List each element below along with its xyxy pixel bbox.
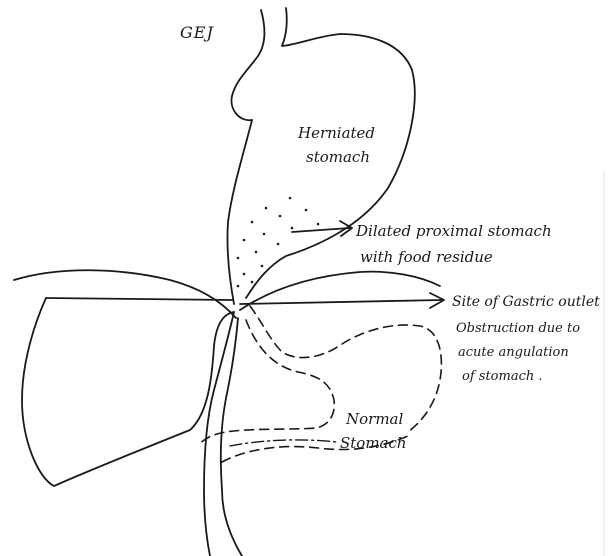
esophagus-right-wall [282,8,340,46]
diaphragm-left [14,270,236,318]
normal-label-line1: Normal [345,410,403,428]
site-label-line3: acute angulation [458,345,569,360]
esophagus-left-wall [232,10,265,120]
outlet-arrow-line [240,300,442,304]
food-residue-dots [237,197,320,288]
hiatus-line-left [46,298,232,300]
dilated-label-line2: with food residue [360,248,493,266]
normal-stomach-dashdot-curve [230,440,336,446]
site-label-line2: Obstruction due to [456,321,580,336]
site-label-line1: Site of Gastric outlet [452,294,600,310]
site-label-line4: of stomach . [462,369,543,384]
dilated-label-line1: Dilated proximal stomach [355,222,552,240]
liver-outline [22,298,234,486]
herniated-label-line2: stomach [306,148,370,166]
normal-stomach-dashed-inner [198,320,334,446]
gej-label: GEJ [180,23,214,42]
normal-label-line2: Stomach [340,434,407,452]
herniated-label-line1: Herniated [297,124,375,142]
herniated-stomach-outline-left [227,120,252,304]
